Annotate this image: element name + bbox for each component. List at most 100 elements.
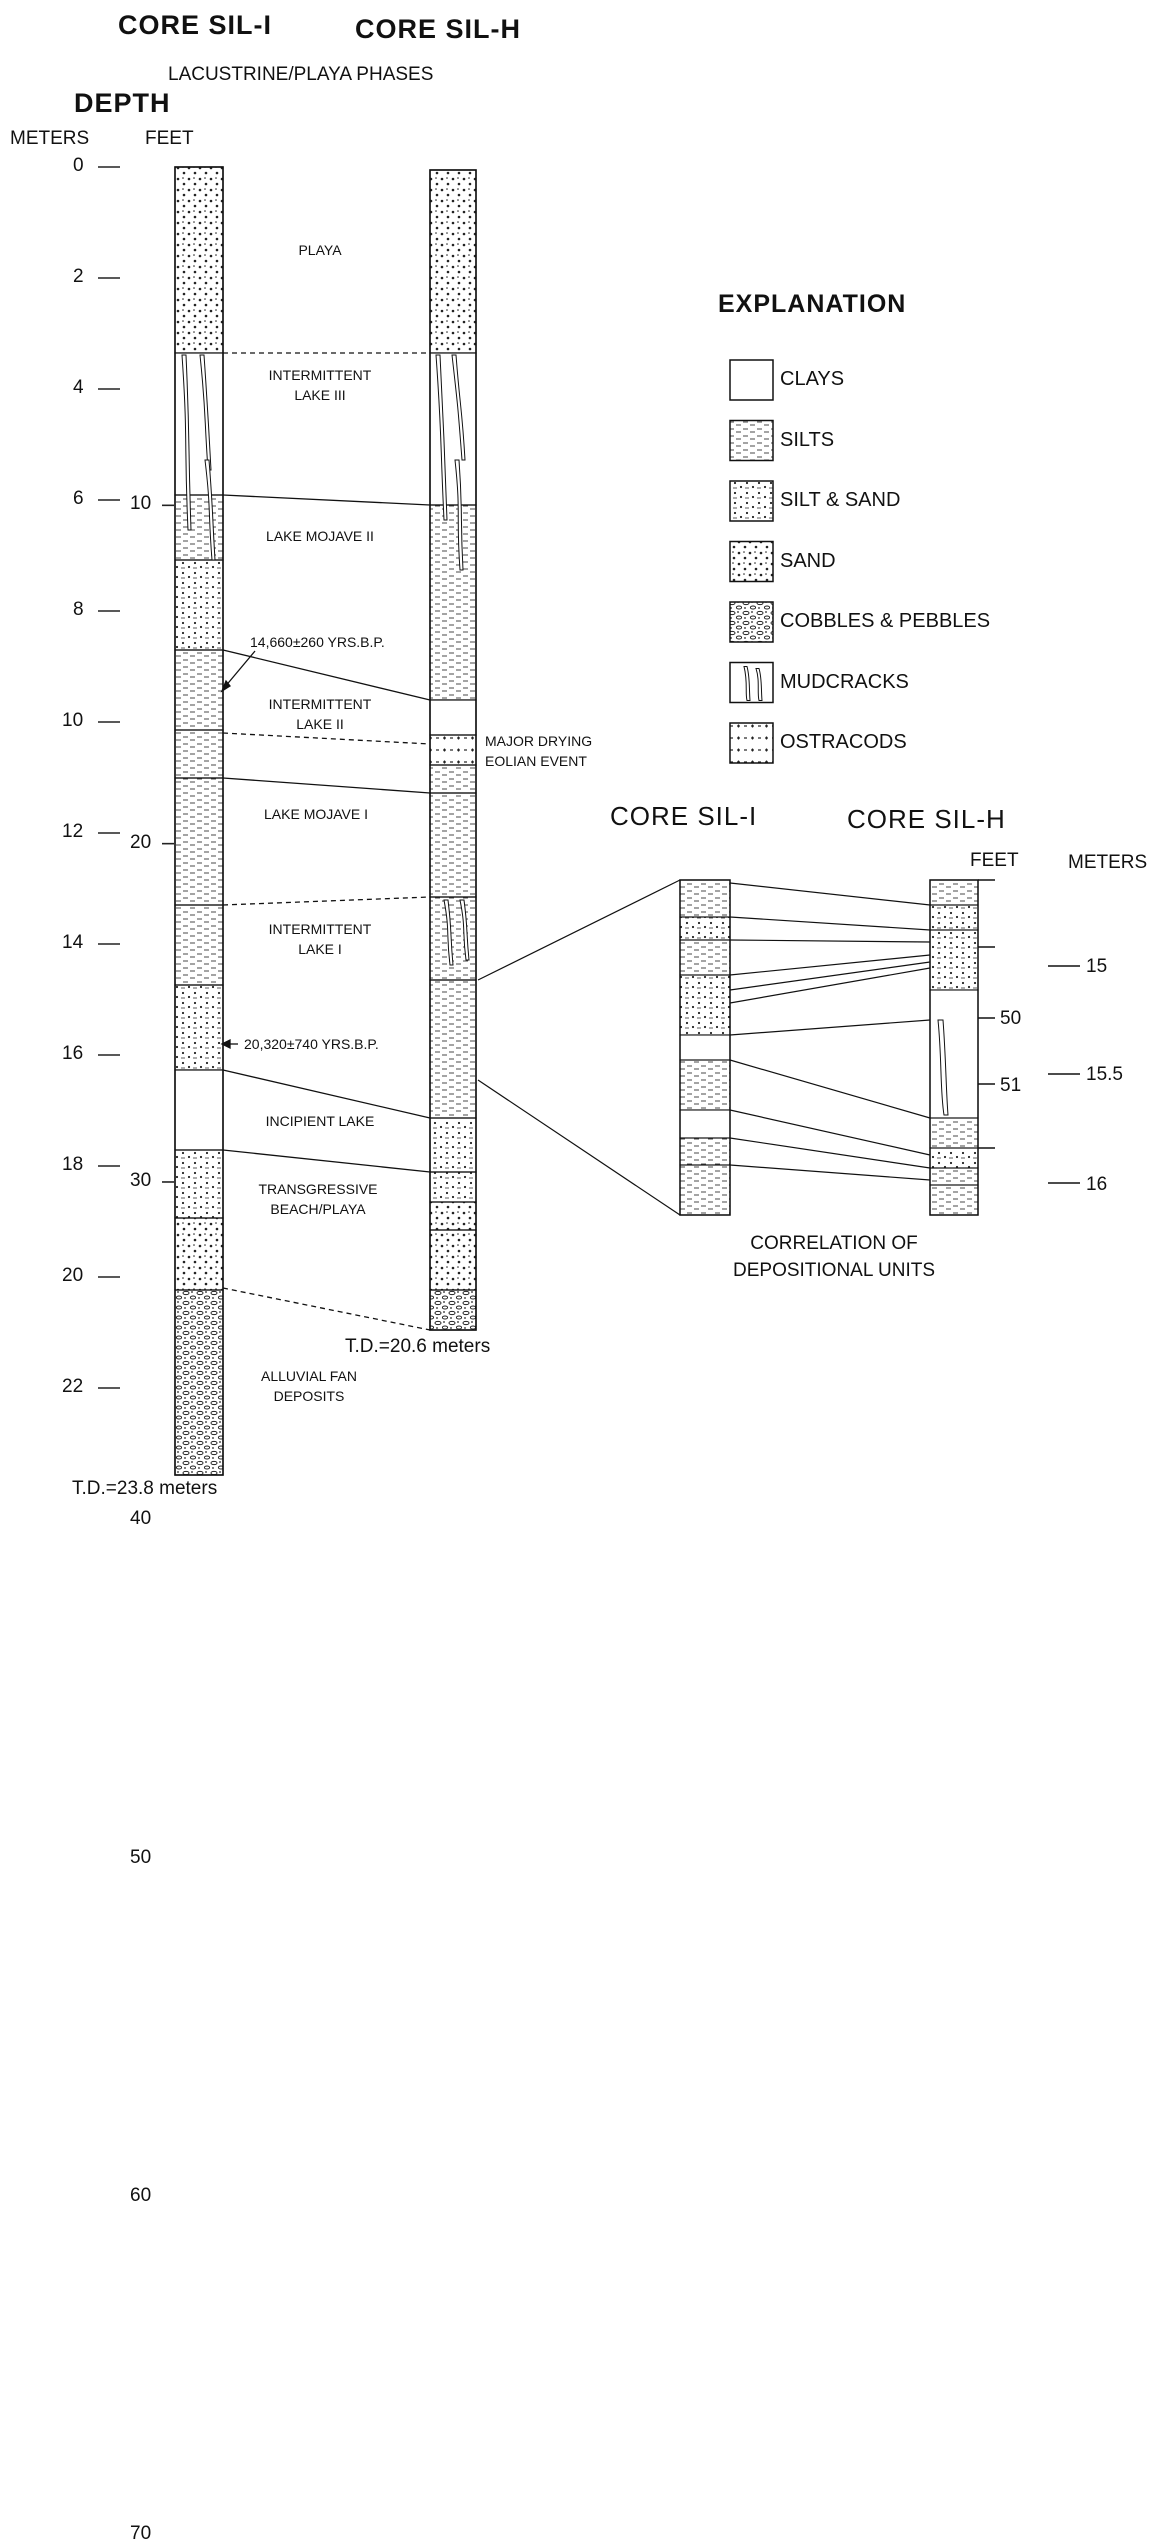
- sil-i-layer-1: [175, 353, 223, 495]
- legend-label-clay: CLAYS: [780, 368, 844, 391]
- inset-sil-i-layer-2: [680, 940, 730, 975]
- inset-feet-heading: FEET: [970, 850, 1019, 872]
- inset-title-core-sil-i: CORE SIL-I: [610, 801, 757, 832]
- feet-heading: FEET: [145, 128, 194, 150]
- inset-meter-tick-15: 15: [1086, 956, 1107, 978]
- meter-axis-ticks: [98, 167, 120, 1388]
- legend-swatch-mudcracks: [730, 663, 773, 703]
- inset-sil-h-layer-6: [930, 1168, 978, 1185]
- sil-i-layer-5: [175, 730, 223, 778]
- feet-tick-label-20: 20: [130, 832, 151, 854]
- inset-sil-i-layer-1: [680, 917, 730, 940]
- legend-swatches: [730, 360, 773, 763]
- legend-swatch-clay: [730, 360, 773, 400]
- zoom-line-bottom: [478, 1080, 680, 1215]
- correlation-line-4: [223, 778, 430, 793]
- inset-meter-tick-15-5: 15.5: [1086, 1064, 1123, 1086]
- meter-tick-label-10: 10: [62, 710, 83, 732]
- unit-label-intermittent-lake-iii: INTERMITTENTLAKE III: [250, 365, 390, 405]
- sil-h-layer-9: [430, 1118, 476, 1172]
- inset-sil-i-layer-8: [680, 1165, 730, 1215]
- sil-h-layer-2: [430, 505, 476, 700]
- correlation-inset: [478, 880, 1080, 1215]
- unit-label-alluvial-fan: ALLUVIAL FANDEPOSITS: [244, 1366, 374, 1406]
- sil-i-layer-9: [175, 1070, 223, 1150]
- legend-swatch-sand: [730, 542, 773, 582]
- inset-sil-i-layer-6: [680, 1110, 730, 1138]
- inset-correlation-line-8: [730, 1110, 930, 1155]
- sil-i-layer-12: [175, 1290, 223, 1475]
- meters-heading: METERS: [10, 128, 89, 150]
- sil-h-layer-8: [430, 980, 476, 1118]
- inset-sil-i-layer-0: [680, 880, 730, 917]
- sil-h-layer-0: [430, 170, 476, 353]
- explanation-title: EXPLANATION: [718, 290, 906, 319]
- inset-meters-heading: METERS: [1068, 852, 1147, 874]
- title-core-sil-i: CORE SIL-I: [118, 10, 272, 41]
- sil-h-layer-3: [430, 700, 476, 735]
- sil-h-layer-13: [430, 1290, 476, 1330]
- inset-correlation-line-7: [730, 1060, 930, 1118]
- legend-label-silt: SILTS: [780, 429, 834, 452]
- legend-label-siltsand: SILT & SAND: [780, 489, 900, 512]
- sil-h-layer-12: [430, 1230, 476, 1290]
- feet-tick-label-50: 50: [130, 1847, 151, 1869]
- sil-h-layer-11: [430, 1202, 476, 1230]
- meter-tick-label-8: 8: [73, 599, 84, 621]
- meter-tick-label-16: 16: [62, 1043, 83, 1065]
- meter-tick-label-14: 14: [62, 932, 83, 954]
- total-depth-sil-h: T.D.=20.6 meters: [345, 1336, 490, 1358]
- inset-sil-h-layer-7: [930, 1185, 978, 1215]
- meter-tick-label-12: 12: [62, 821, 83, 843]
- sil-i-layer-8: [175, 985, 223, 1070]
- sil-i-layer-4: [175, 650, 223, 730]
- sil-h-layer-10: [430, 1172, 476, 1202]
- inset-correlation-line-3: [730, 955, 930, 975]
- inset-sil-h-layer-1: [930, 905, 978, 930]
- legend-label-ostracods: OSTRACODS: [780, 731, 907, 754]
- feet-axis-ticks: [162, 505, 174, 1506]
- meter-tick-label-2: 2: [73, 266, 84, 288]
- inset-sil-h-layer-4: [930, 1118, 978, 1148]
- meter-tick-label-22: 22: [62, 1376, 83, 1398]
- sil-h-layer-6: [430, 793, 476, 897]
- inset-correlation-line-10: [730, 1165, 930, 1180]
- legend-swatch-siltsand: [730, 481, 773, 521]
- sil-h-layer-4: [430, 735, 476, 765]
- depth-heading: DEPTH: [74, 88, 171, 119]
- unit-label-incipient-lake: INCIPIENT LAKE: [250, 1111, 390, 1131]
- inset-sil-h-layer-2: [930, 930, 978, 990]
- sil-i-layer-3: [175, 560, 223, 650]
- unit-label-playa: PLAYA: [270, 240, 370, 260]
- correlation-line-2: [223, 650, 430, 700]
- radiocarbon-date-lower: 20,320±740 YRS.B.P.: [244, 1036, 379, 1052]
- inset-feet-tick-51: 51: [1000, 1075, 1021, 1097]
- inset-correlation-line-1: [730, 917, 930, 930]
- feet-tick-label-70: 70: [130, 2523, 151, 2545]
- meter-tick-label-0: 0: [73, 155, 84, 177]
- feet-tick-label-40: 40: [130, 1508, 151, 1530]
- inset-correlation-line-9: [730, 1138, 930, 1168]
- inset-sil-i-layer-7: [680, 1138, 730, 1165]
- correlation-line-3: [223, 733, 430, 744]
- sil-i-layer-11: [175, 1218, 223, 1290]
- correlation-line-1: [223, 495, 430, 505]
- correlation-line-8: [223, 1288, 430, 1330]
- legend-swatch-cobbles: [730, 602, 773, 642]
- legend-label-sand: SAND: [780, 550, 836, 573]
- inset-correlation-line-2: [730, 940, 930, 942]
- unit-label-lake-mojave-ii: LAKE MOJAVE II: [248, 526, 392, 546]
- inset-sil-i-layer-3: [680, 975, 730, 1035]
- inset-sil-i-layer-4: [680, 1035, 730, 1060]
- sil-i-layer-7: [175, 905, 223, 985]
- inset-sil-h-layer-3: [930, 990, 978, 1118]
- legend-label-mudcracks: MUDCRACKS: [780, 671, 909, 694]
- inset-title-core-sil-h: CORE SIL-H: [847, 804, 1006, 835]
- subtitle-phases: LACUSTRINE/PLAYA PHASES: [168, 64, 433, 86]
- inset-sil-h-layer-0: [930, 880, 978, 905]
- inset-correlation-line-0: [730, 883, 930, 905]
